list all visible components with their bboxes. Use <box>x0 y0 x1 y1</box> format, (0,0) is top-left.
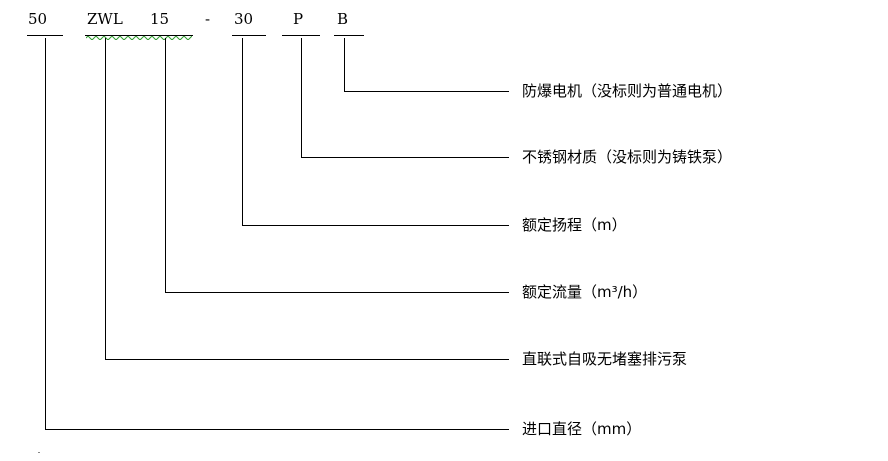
label-stainless-material: 不锈钢材质（没标则为铸铁泵） <box>522 148 733 166</box>
code-flow: 15 <box>150 10 170 28</box>
code-series: ZWL <box>87 10 123 28</box>
underline-inlet <box>27 35 63 36</box>
label-pump-type: 直联式自吸无堵塞排污泵 <box>522 350 688 368</box>
stray-mark <box>38 452 40 453</box>
spellcheck-squiggle <box>86 36 192 40</box>
label-rated-head: 额定扬程（m） <box>522 216 627 234</box>
code-explosion: B <box>337 10 349 28</box>
code-head: 30 <box>234 10 254 28</box>
underline-explosion <box>334 35 364 36</box>
code-material: P <box>293 10 304 28</box>
label-explosion-proof-motor: 防爆电机（没标则为普通电机） <box>522 82 733 100</box>
connector-series <box>105 38 509 360</box>
label-inlet-diameter: 进口直径（mm） <box>522 420 642 438</box>
connector-material <box>301 38 509 158</box>
underline-series-flow <box>85 35 193 36</box>
connector-inlet <box>45 38 509 430</box>
underline-material <box>282 35 320 36</box>
connector-flow <box>165 38 509 293</box>
label-rated-flow: 额定流量（m³/h） <box>522 283 648 301</box>
code-separator: - <box>205 10 211 28</box>
connector-head <box>242 38 509 226</box>
underline-head <box>232 35 266 36</box>
connector-explosion <box>344 38 509 92</box>
code-inlet-diameter: 50 <box>28 10 48 28</box>
